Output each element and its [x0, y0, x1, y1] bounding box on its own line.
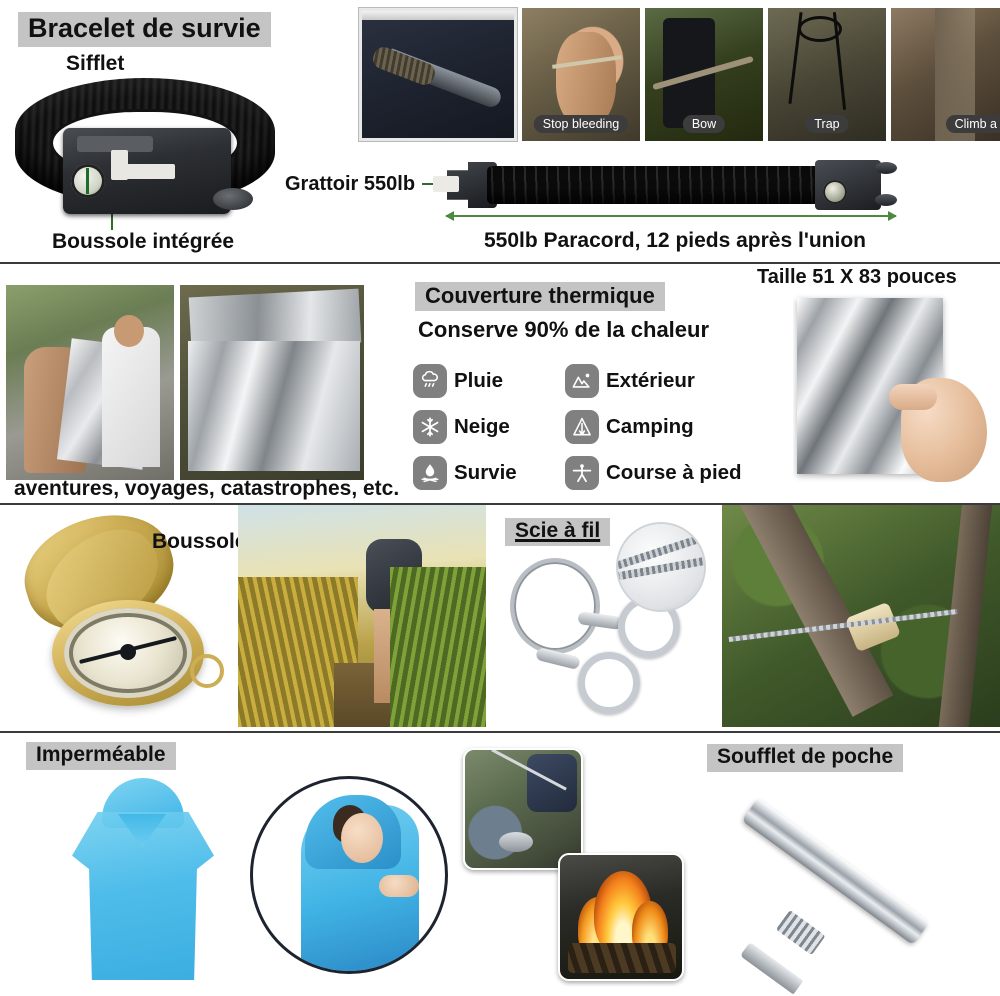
photo-stop-bleeding: Stop bleeding: [522, 8, 640, 141]
face: [341, 813, 383, 863]
measure-arrow-paracord: [445, 211, 897, 221]
compass-on-buckle: [823, 180, 847, 204]
blanket-size-label: Taille 51 X 83 pouces: [757, 266, 957, 288]
branch-right: [937, 505, 993, 727]
grass-right: [390, 567, 486, 727]
saw-keyring-bottom: [578, 652, 640, 714]
camp-pan: [499, 832, 533, 852]
thermal-blanket-use-cases: aventures, voyages, catastrophes, etc.: [14, 477, 400, 500]
photo-climb: Climb a: [891, 8, 1000, 141]
helper: [102, 327, 160, 467]
pocket-bellows-product-image: [740, 790, 980, 995]
feature-label: Camping: [606, 415, 694, 438]
trap-snare-loop: [798, 16, 842, 42]
feature-icon-grid: Pluie Extérieur Neige: [413, 358, 763, 496]
product-label-bellows: Soufflet de poche: [707, 744, 904, 773]
section-divider-2: [0, 503, 1000, 505]
saw-wire-loop: [510, 558, 600, 654]
photo-bow: Bow: [645, 8, 763, 141]
section-divider-3: [0, 731, 1000, 733]
saw-wire-detail-zoom: [618, 524, 704, 610]
photo-runner-wrapped-in-blanket: [6, 285, 174, 480]
whistle-slot: [77, 136, 153, 152]
compass-keyring: [190, 654, 224, 688]
feature-item-snow: Neige: [413, 410, 565, 444]
section-title-bracelet: Bracelet de survie: [18, 12, 271, 48]
photo-knife-wrap: [359, 8, 517, 141]
section-title-thermal-blanket: Couverture thermique: [415, 282, 665, 312]
photo-caption: Bow: [682, 115, 726, 133]
bellows-collapsible-rings: [775, 910, 826, 956]
feature-label: Neige: [454, 415, 510, 438]
photo-caption: Climb a: [945, 115, 1000, 133]
tent-icon: [565, 410, 599, 444]
mountain-sun-icon: [565, 364, 599, 398]
feature-item-running: Course à pied: [565, 456, 742, 490]
photo-caption: Trap: [805, 115, 849, 133]
leg: [556, 32, 616, 128]
buckle-ear-bottom: [875, 194, 897, 206]
feature-row: Pluie Extérieur: [413, 358, 763, 404]
scraper-blade: [111, 164, 175, 179]
feature-label: Course à pied: [606, 461, 742, 484]
poncho-product-image: [60, 778, 226, 980]
callout-label-whistle: Sifflet: [66, 52, 125, 75]
measurement-label: 550lb Paracord, 12 pieds après l'union: [484, 229, 866, 252]
paracord-length: [487, 166, 822, 204]
feature-row: Neige Camping: [413, 404, 763, 450]
wire-saw-product-image: [500, 524, 705, 720]
section-divider-1: [0, 262, 1000, 264]
compass-needle-hub: [120, 644, 136, 660]
product-label-poncho: Imperméable: [26, 742, 176, 771]
bracelet-product-image: [15, 78, 275, 228]
campfire-icon: [413, 456, 447, 490]
foil-sheet-lower: [188, 341, 360, 471]
callout-label-compass: Boussole intégrée: [52, 230, 235, 253]
rain-cloud-icon: [413, 364, 447, 398]
feature-label: Extérieur: [606, 369, 695, 392]
feature-item-camping: Camping: [565, 410, 717, 444]
feature-label: Pluie: [454, 369, 503, 392]
bracelet-unrolled-diagram: [425, 160, 900, 210]
running-person-icon: [565, 456, 599, 490]
photo-person-under-blanket-outdoors: [180, 285, 364, 480]
firewood: [568, 943, 676, 973]
leader-line-compass: [111, 198, 113, 230]
callout-label-scraper: Grattoir 550lb: [285, 173, 416, 195]
buckle-ear-top: [875, 162, 897, 174]
thumb: [889, 384, 937, 410]
feature-label: Survie: [454, 461, 517, 484]
photo-caption: Stop bleeding: [533, 115, 629, 133]
photo-hikers-in-grass: [238, 505, 486, 727]
photo-sawing-branch: [722, 505, 1000, 727]
flint-striker: [213, 188, 253, 210]
snowflake-icon: [413, 410, 447, 444]
knife-cord-grip: [370, 44, 438, 88]
photo-trap: Trap: [768, 8, 886, 141]
feature-item-rain: Pluie: [413, 364, 565, 398]
bellows-mouthpiece-tip: [740, 942, 804, 995]
feature-item-survival: Survie: [413, 456, 565, 490]
compass-product-image: [10, 497, 237, 712]
integrated-compass: [71, 164, 105, 198]
scraper-550lb: [433, 176, 459, 192]
feature-item-outdoor: Extérieur: [565, 364, 717, 398]
thermal-blanket-subtitle: Conserve 90% de la chaleur: [418, 317, 710, 342]
bellows-main-tube: [741, 798, 930, 946]
helper-head: [114, 315, 144, 347]
photo-woman-wearing-poncho: [250, 776, 448, 974]
photo-campfire: [558, 853, 684, 981]
product-label-compass: Boussole: [152, 530, 247, 553]
raised-hand: [379, 875, 419, 897]
feature-row: Survie Course à pied: [413, 450, 763, 496]
photo-starting-fire-outdoors: [463, 748, 583, 870]
product-label-wire-saw: Scie à fil: [505, 518, 611, 547]
photo-folded-blanket-in-hand: [793, 292, 989, 490]
